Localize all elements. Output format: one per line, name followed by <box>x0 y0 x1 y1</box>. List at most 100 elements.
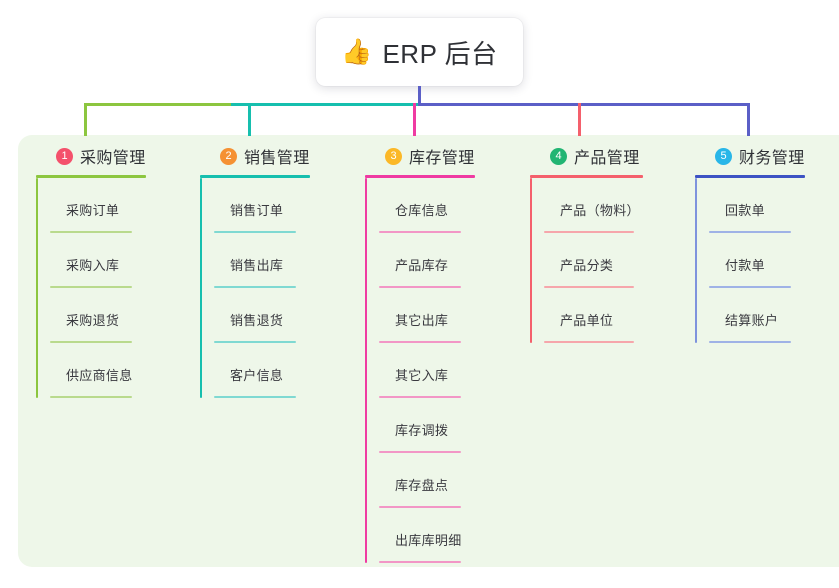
list-item-rule <box>544 286 634 288</box>
list-item-label: 产品分类 <box>560 258 614 273</box>
list-item[interactable]: 结算账户 <box>695 288 839 343</box>
list-item[interactable]: 客户信息 <box>200 343 355 398</box>
list-item-label: 回款单 <box>725 203 765 218</box>
column-spine-3 <box>365 178 367 563</box>
list-item-rule <box>214 231 296 233</box>
column-rule-1 <box>36 175 146 178</box>
list-item-rule <box>544 231 634 233</box>
drop-col-3 <box>413 103 416 136</box>
list-item-label: 供应商信息 <box>66 368 133 383</box>
root-stem <box>418 86 421 106</box>
list-item-label: 其它入库 <box>395 368 449 383</box>
list-item-label: 采购入库 <box>66 258 120 273</box>
list-item-rule <box>709 286 791 288</box>
list-item-rule <box>379 286 461 288</box>
root-node-erp-backend[interactable]: 👍 ERP 后台 <box>316 18 523 86</box>
list-item-label: 采购订单 <box>66 203 120 218</box>
column-title-4: 产品管理 <box>574 150 640 167</box>
list-item-label: 产品库存 <box>395 258 449 273</box>
list-item-label: 客户信息 <box>230 368 284 383</box>
list-item-rule <box>214 341 296 343</box>
column-spine-1 <box>36 178 38 398</box>
list-item[interactable]: 其它出库 <box>365 288 520 343</box>
list-item[interactable]: 产品单位 <box>530 288 685 343</box>
list-item-rule <box>214 286 296 288</box>
list-item-label: 出库库明细 <box>395 533 462 548</box>
list-item-rule <box>379 396 461 398</box>
list-item-label: 产品（物料） <box>560 203 640 218</box>
column-items-4: 产品（物料） 产品分类产品单位 <box>530 178 685 343</box>
bar-segment-teal <box>231 103 419 106</box>
list-item[interactable]: 库存盘点 <box>365 453 520 508</box>
list-item[interactable]: 销售出库 <box>200 233 355 288</box>
column-header-5[interactable]: 5 财务管理 <box>695 143 839 169</box>
column-1: 1 采购管理采购订单采购入库采购退货供应商信息 <box>36 143 191 398</box>
drop-col-5 <box>747 103 750 136</box>
column-badge-3: 3 <box>385 147 402 165</box>
column-title-1: 采购管理 <box>80 150 146 167</box>
list-item-rule <box>214 396 296 398</box>
column-spine-5 <box>695 178 697 343</box>
list-item-rule <box>379 231 461 233</box>
list-item-rule <box>50 286 132 288</box>
list-item-label: 其它出库 <box>395 313 449 328</box>
list-item[interactable]: 采购订单 <box>36 178 191 233</box>
list-item[interactable]: 销售退货 <box>200 288 355 343</box>
list-item-rule <box>544 341 634 343</box>
list-item-rule <box>379 506 461 508</box>
list-item-label: 销售退货 <box>230 313 284 328</box>
column-rule-2 <box>200 175 310 178</box>
list-item-rule <box>709 341 791 343</box>
drop-col-4 <box>578 103 581 136</box>
list-item[interactable]: 库存调拨 <box>365 398 520 453</box>
list-item-label: 销售出库 <box>230 258 284 273</box>
column-badge-5: 5 <box>715 147 732 165</box>
thumbs-up-icon: 👍 <box>341 37 373 66</box>
column-items-2: 销售订单销售出库销售退货客户信息 <box>200 178 355 398</box>
list-item-label: 结算账户 <box>725 313 779 328</box>
list-item[interactable]: 供应商信息 <box>36 343 191 398</box>
column-items-1: 采购订单采购入库采购退货供应商信息 <box>36 178 191 398</box>
column-header-4[interactable]: 4 产品管理 <box>530 143 685 169</box>
list-item-label: 库存盘点 <box>395 478 449 493</box>
list-item[interactable]: 其它入库 <box>365 343 520 398</box>
list-item-rule <box>379 341 461 343</box>
list-item[interactable]: 出库库明细 <box>365 508 520 563</box>
list-item-rule <box>50 341 132 343</box>
list-item-label: 采购退货 <box>66 313 120 328</box>
column-header-1[interactable]: 1 采购管理 <box>36 143 191 169</box>
bar-segment-green <box>84 103 231 106</box>
list-item-label: 产品单位 <box>560 313 614 328</box>
column-spine-2 <box>200 178 202 398</box>
column-badge-1: 1 <box>56 147 73 165</box>
list-item-rule <box>50 396 132 398</box>
list-item[interactable]: 采购入库 <box>36 233 191 288</box>
list-item[interactable]: 仓库信息 <box>365 178 520 233</box>
list-item-rule <box>379 451 461 453</box>
list-item[interactable]: 产品分类 <box>530 233 685 288</box>
list-item[interactable]: 产品（物料） <box>530 178 685 233</box>
list-item-label: 销售订单 <box>230 203 284 218</box>
diagram-panel-background <box>18 135 839 567</box>
drop-col-1 <box>84 103 87 136</box>
list-item-rule <box>709 231 791 233</box>
drop-col-2 <box>248 103 251 136</box>
column-title-5: 财务管理 <box>739 150 805 167</box>
column-items-3: 仓库信息产品库存其它出库其它入库库存调拨库存盘点出库库明细 <box>365 178 520 563</box>
list-item-label: 仓库信息 <box>395 203 449 218</box>
list-item[interactable]: 付款单 <box>695 233 839 288</box>
column-badge-4: 4 <box>550 147 567 165</box>
list-item-rule <box>379 561 461 563</box>
list-item[interactable]: 产品库存 <box>365 233 520 288</box>
list-item[interactable]: 采购退货 <box>36 288 191 343</box>
list-item-label: 付款单 <box>725 258 765 273</box>
column-5: 5 财务管理回款单付款单结算账户 <box>695 143 839 343</box>
column-badge-2: 2 <box>220 147 237 165</box>
column-rule-5 <box>695 175 805 178</box>
list-item[interactable]: 回款单 <box>695 178 839 233</box>
list-item[interactable]: 销售订单 <box>200 178 355 233</box>
